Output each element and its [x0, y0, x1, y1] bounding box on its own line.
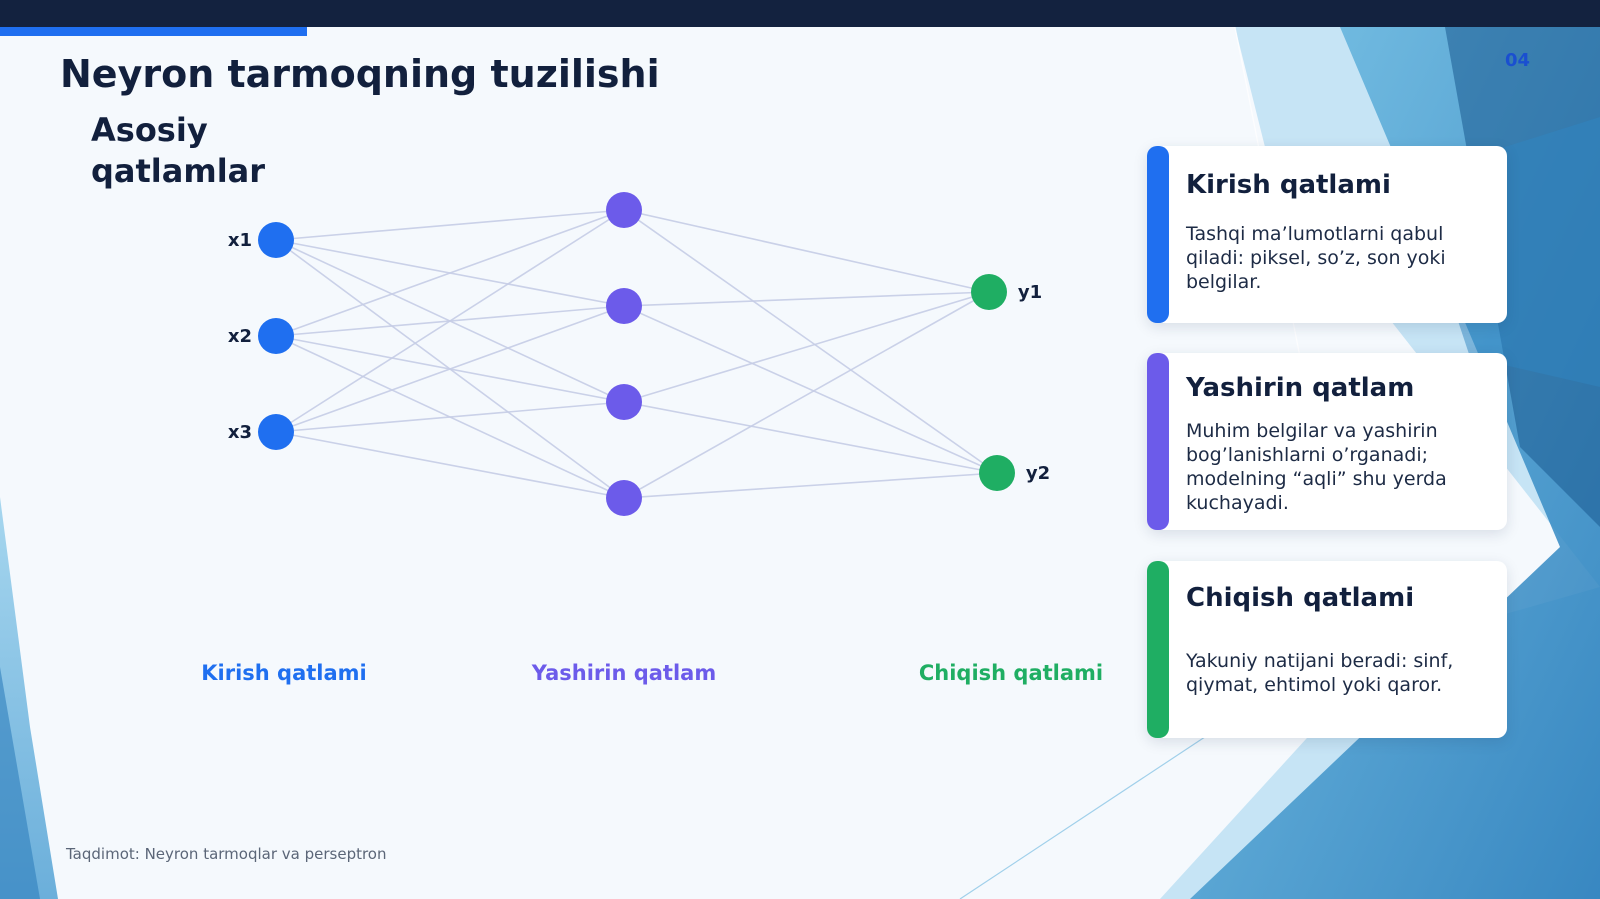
connection-line — [623, 291, 990, 499]
card-title: Kirish qatlami — [1186, 170, 1391, 200]
layer-label-output: Chiqish qatlami — [918, 661, 1104, 685]
input-node-x2 — [258, 318, 294, 354]
hidden-node-3 — [606, 384, 642, 420]
hidden-node-2 — [606, 288, 642, 324]
page-number: 04 — [1505, 50, 1531, 71]
card-accent-bar — [1147, 353, 1169, 530]
card-hidden-layer: Yashirin qatlam Muhim belgilar va yashir… — [1147, 353, 1507, 530]
card-accent-bar — [1147, 146, 1169, 323]
footer-text: Taqdimot: Neyron tarmoqlar va perseptron — [66, 845, 387, 863]
connection-line — [275, 209, 625, 337]
hidden-node-4 — [606, 480, 642, 516]
connection-line — [623, 209, 998, 474]
connection-line — [623, 472, 998, 499]
progress-bar — [0, 27, 307, 36]
card-title: Yashirin qatlam — [1186, 373, 1415, 403]
connection-line — [275, 305, 625, 433]
layer-label-hidden: Yashirin qatlam — [531, 661, 717, 685]
connection-line — [623, 291, 990, 307]
top-header-bar — [0, 0, 1600, 27]
connection-lines — [275, 209, 998, 499]
card-input-layer: Kirish qatlami Tashqi ma’lumotlarni qabu… — [1147, 146, 1507, 323]
connection-line — [275, 401, 625, 433]
hidden-node-1 — [606, 192, 642, 228]
node-label-y1: y1 — [1018, 282, 1042, 303]
connection-line — [623, 401, 998, 474]
connection-line — [623, 291, 990, 403]
connection-line — [275, 431, 625, 499]
card-text: Tashqi ma’lumotlarni qabul qiladi: pikse… — [1186, 223, 1446, 293]
network-nodes — [258, 192, 1015, 516]
output-node-y2 — [979, 455, 1015, 491]
connection-line — [275, 209, 625, 241]
card-text: Yakuniy natijani beradi: sinf, qiymat, e… — [1186, 650, 1454, 696]
connection-line — [623, 209, 990, 293]
node-label-x2: x2 — [228, 326, 252, 347]
slide-title: Neyron tarmoqning tuzilishi — [60, 52, 660, 96]
neural-network-diagram: x1 x2 x3 y1 y2 — [228, 192, 1050, 516]
connection-line — [275, 209, 625, 433]
node-label-x3: x3 — [228, 422, 252, 443]
connection-line — [623, 305, 998, 474]
node-label-x1: x1 — [228, 230, 252, 251]
node-label-y2: y2 — [1026, 463, 1050, 484]
card-text: Muhim belgilar va yashirin bog’lanishlar… — [1186, 420, 1447, 514]
card-accent-bar — [1147, 561, 1169, 738]
card-output-layer: Chiqish qatlami Yakuniy natijani beradi:… — [1147, 561, 1507, 738]
slide-subtitle: Asosiy qatlamlar — [91, 111, 266, 190]
input-node-x1 — [258, 222, 294, 258]
node-labels: x1 x2 x3 y1 y2 — [228, 230, 1050, 484]
card-title: Chiqish qatlami — [1186, 583, 1415, 613]
layer-label-input: Kirish qatlami — [201, 661, 367, 685]
input-node-x3 — [258, 414, 294, 450]
output-node-y1 — [971, 274, 1007, 310]
